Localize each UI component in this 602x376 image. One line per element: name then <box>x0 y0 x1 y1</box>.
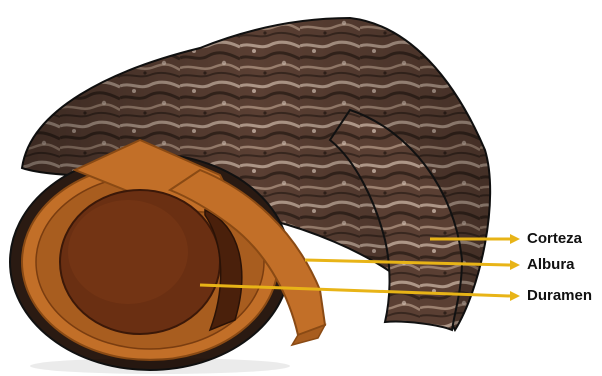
arrow-duramen-head <box>510 291 520 301</box>
label-duramen: Duramen <box>527 287 592 305</box>
arrow-albura-head <box>510 260 520 270</box>
arrow-corteza-head <box>510 234 520 244</box>
label-corteza: Corteza <box>527 230 582 248</box>
label-albura: Albura <box>527 256 575 274</box>
